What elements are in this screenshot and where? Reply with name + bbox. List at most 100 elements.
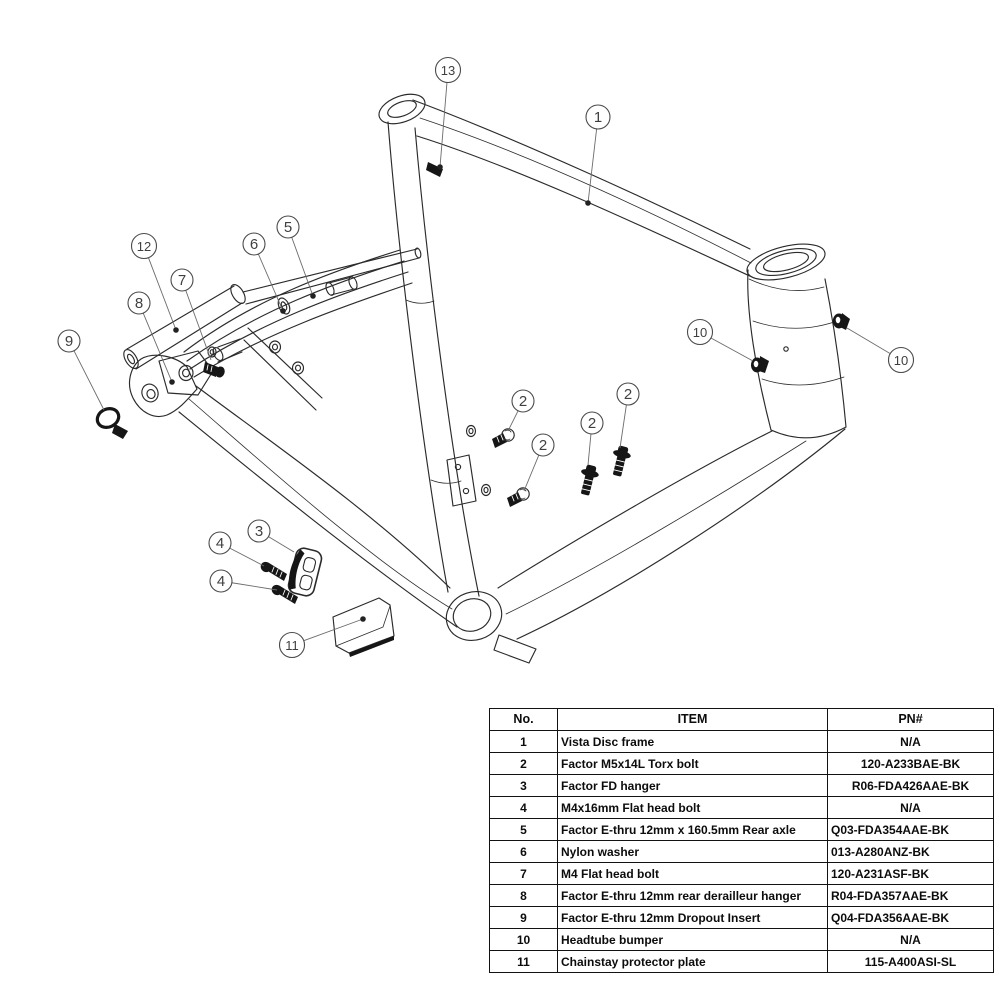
callout-4: 4 <box>209 569 278 593</box>
callout-8: 8 <box>127 291 175 385</box>
leader-line <box>507 410 519 432</box>
torx-bolt-2d <box>613 445 631 477</box>
callout-2: 2 <box>580 411 604 466</box>
callout-balloon <box>278 631 306 659</box>
callout-5: 5 <box>276 215 316 299</box>
callout-balloon <box>616 382 640 406</box>
cell-no: 7 <box>489 862 558 885</box>
cell-no: 3 <box>489 774 558 797</box>
cell-item: Headtube bumper <box>557 928 828 951</box>
seat-cluster <box>378 93 426 125</box>
dropout-insert-9 <box>95 407 128 439</box>
cell-no: 9 <box>489 906 558 929</box>
cell-pn: Q04-FDA356AAE-BK <box>827 906 994 929</box>
cell-item: Chainstay protector plate <box>557 950 828 973</box>
callout-balloon <box>242 232 266 256</box>
callout-balloon <box>887 346 915 374</box>
cell-item: Factor E-thru 12mm x 160.5mm Rear axle <box>557 818 828 841</box>
cell-item: Factor FD hanger <box>557 774 828 797</box>
leader-line <box>523 454 540 492</box>
callout-number: 2 <box>588 415 596 432</box>
callout-number: 5 <box>284 219 292 236</box>
leader-line <box>185 290 212 361</box>
callout-number: 2 <box>539 437 547 454</box>
cell-no: 10 <box>489 928 558 951</box>
leader-dot <box>437 164 443 170</box>
leader-line <box>303 618 364 642</box>
leader-dot <box>585 200 591 206</box>
leader-dot <box>280 308 286 314</box>
flat-head-bolt-4a <box>260 561 287 581</box>
torx-bolt-2c <box>581 464 599 496</box>
leader-line <box>587 433 592 466</box>
callout-13: 13 <box>434 56 462 170</box>
callout-balloon <box>127 291 151 315</box>
header-cell-pn: PN# <box>827 708 994 731</box>
cell-pn: R04-FDA357AAE-BK <box>827 884 994 907</box>
callout-number: 2 <box>519 393 527 410</box>
flat-head-bolt-4b <box>271 584 298 604</box>
rear-dropout <box>128 354 198 417</box>
leader-dot <box>173 327 179 333</box>
headtube-bumper-left <box>751 356 769 373</box>
callout-number: 6 <box>250 236 258 253</box>
callout-number: 9 <box>65 333 73 350</box>
chainstay-protector-11 <box>332 597 395 657</box>
top-tube <box>412 99 753 278</box>
cell-pn: N/A <box>827 928 994 951</box>
callout-number: 10 <box>693 325 707 340</box>
callout-2: 2 <box>616 382 640 449</box>
callout-balloon <box>209 569 233 593</box>
cell-item: Factor E-thru 12mm rear derailleur hange… <box>557 884 828 907</box>
callout-9: 9 <box>57 329 105 411</box>
leader-line <box>291 237 314 297</box>
leader-dot <box>169 379 175 385</box>
pivot-link-bar <box>212 327 323 411</box>
callout-3: 3 <box>247 519 295 553</box>
callout-number: 4 <box>216 535 224 552</box>
callout-4: 4 <box>208 531 265 567</box>
callout-balloon <box>585 104 611 130</box>
leader-line <box>229 547 265 567</box>
callout-number: 11 <box>285 638 299 653</box>
callout-balloon <box>531 433 555 457</box>
seat-wedge-13 <box>426 162 443 177</box>
cell-item: M4 Flat head bolt <box>557 862 828 885</box>
callout-10: 10 <box>846 327 915 374</box>
callout-2: 2 <box>523 433 555 492</box>
cell-item: Vista Disc frame <box>557 730 828 753</box>
callout-balloon <box>170 268 194 292</box>
leader-dot <box>310 293 316 299</box>
cell-pn: 013-A280ANZ-BK <box>827 840 994 863</box>
cell-no: 2 <box>489 752 558 775</box>
cell-no: 4 <box>489 796 558 819</box>
cell-no: 11 <box>489 950 558 973</box>
leader-line <box>257 253 284 312</box>
bike-frame-line-art <box>95 93 850 664</box>
callout-10: 10 <box>686 318 754 362</box>
leader-line <box>710 337 754 362</box>
cell-item: M4x16mm Flat head bolt <box>557 796 828 819</box>
cell-item: Factor E-thru 12mm Dropout Insert <box>557 906 828 929</box>
leader-line <box>846 327 891 355</box>
callout-balloon <box>130 232 158 260</box>
torx-bolt-2a <box>492 428 515 448</box>
callout-balloon <box>57 329 81 353</box>
callout-number: 3 <box>255 523 263 540</box>
callout-balloon <box>434 56 462 84</box>
callout-number: 4 <box>217 573 225 590</box>
callout-number: 12 <box>137 239 151 254</box>
callout-balloon <box>686 318 714 346</box>
cell-item: Nylon washer <box>557 840 828 863</box>
cell-pn: 120-A233BAE-BK <box>827 752 994 775</box>
callout-6: 6 <box>242 232 286 314</box>
callout-11: 11 <box>278 616 366 659</box>
